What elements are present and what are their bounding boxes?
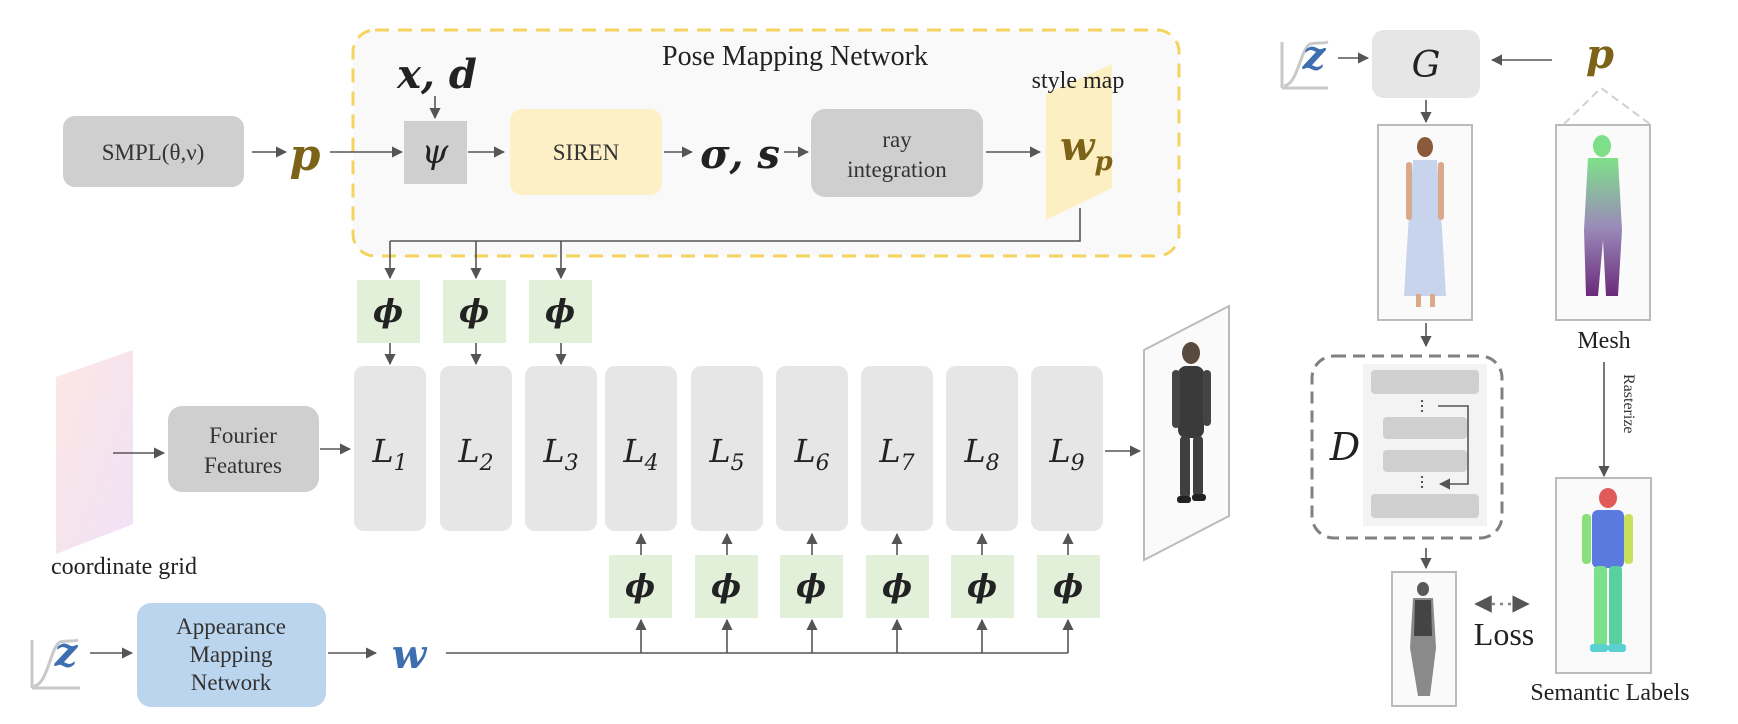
phi-top-2: ϕ: [443, 280, 506, 343]
phi-bottom-4: ϕ: [866, 555, 929, 618]
style-map-label: style map: [1032, 68, 1125, 94]
svg-text:L7: L7: [878, 432, 914, 476]
phi-bottom-3: ϕ: [780, 555, 843, 618]
svg-text:L6: L6: [793, 432, 829, 476]
psi-symbol: ψ: [422, 132, 449, 172]
discriminator-d-symbol: D: [1329, 425, 1360, 469]
phi-bottom-2: ϕ: [695, 555, 758, 618]
ray-integration-line1: ray: [882, 127, 912, 152]
coordinate-grid-plane: [56, 350, 133, 554]
phi-bottom-1: ϕ: [609, 555, 672, 618]
svg-text:ϕ: ϕ: [545, 292, 575, 330]
svg-text:L3: L3: [542, 432, 578, 476]
svg-text:ϕ: ϕ: [459, 292, 489, 330]
appearance-line2: Mapping: [189, 642, 273, 667]
svg-text:ϕ: ϕ: [711, 567, 741, 605]
appearance-line1: Appearance: [176, 614, 286, 639]
generator-g-box: [1372, 30, 1480, 98]
latent-z-left: z: [54, 629, 79, 676]
svg-text:L9: L9: [1048, 432, 1084, 476]
layer-l2: L2: [440, 366, 512, 531]
layer-l3: L3: [525, 366, 597, 531]
svg-text:L1: L1: [371, 432, 407, 476]
latent-w: w: [392, 631, 428, 678]
wp-symbol: wp: [1060, 123, 1113, 177]
latent-distribution-icon-left: [30, 638, 80, 690]
loss-label: Loss: [1474, 616, 1534, 652]
appearance-mapping-box: [137, 603, 326, 707]
svg-text:L4: L4: [622, 432, 658, 476]
ray-integration-line2: integration: [847, 157, 947, 182]
svg-text:ϕ: ϕ: [1053, 567, 1083, 605]
mesh-label: Mesh: [1577, 328, 1630, 354]
wp-route-line: [390, 208, 1081, 242]
siren-box: [510, 109, 662, 195]
semantic-labels-image: [1555, 477, 1652, 674]
phi-top-1: ϕ: [357, 280, 420, 343]
fourier-line2: Features: [204, 453, 282, 478]
appearance-line3: Network: [191, 670, 272, 695]
svg-text:ϕ: ϕ: [625, 567, 655, 605]
layer-l7: L7: [861, 366, 933, 531]
semantic-labels-label: Semantic Labels: [1530, 680, 1689, 706]
wp-subscript: p: [1094, 147, 1112, 177]
input-xd-symbols: x, d: [396, 51, 477, 98]
ray-integration-box: [811, 109, 983, 197]
generated-woman-image: [1377, 124, 1473, 321]
psi-box: [404, 121, 467, 184]
layer-l8: L8: [946, 366, 1018, 531]
rasterize-label: Rasterize: [1620, 374, 1637, 434]
svg-text:ϕ: ϕ: [882, 567, 912, 605]
smpl-label: SMPL(θ,ν): [102, 140, 205, 165]
p-to-mesh-dashed: [1563, 86, 1651, 125]
coordinate-grid-label: coordinate grid: [51, 554, 197, 580]
pose-p-right: p: [1586, 31, 1614, 78]
svg-text:ϕ: ϕ: [373, 292, 403, 330]
latent-z-right: z: [1302, 32, 1327, 79]
svg-text:L8: L8: [963, 432, 999, 476]
layer-l1: L1: [354, 366, 426, 531]
smpl-box: [63, 116, 244, 187]
layer-l5: L5: [691, 366, 763, 531]
sigma-s-symbols: σ, s: [700, 131, 780, 178]
svg-text:ϕ: ϕ: [796, 567, 826, 605]
predicted-mask-image: [1391, 571, 1457, 707]
pose-mapping-panel: [351, 28, 1181, 258]
fourier-line1: Fourier: [209, 423, 277, 448]
phi-bottom-6: ϕ: [1037, 555, 1100, 618]
pose-symbol-p: p: [290, 130, 321, 181]
discriminator-layers: [1363, 364, 1487, 526]
latent-distribution-icon-right: [1280, 40, 1329, 90]
generated-human-image: [1143, 304, 1230, 562]
svg-text:L2: L2: [457, 432, 493, 476]
phi-top-3: ϕ: [529, 280, 592, 343]
generator-g-symbol: G: [1412, 45, 1441, 86]
style-map-plane: [1046, 64, 1112, 220]
svg-text:L5: L5: [708, 432, 744, 476]
layer-l6: L6: [776, 366, 848, 531]
svg-text:ϕ: ϕ: [967, 567, 997, 605]
phi-bottom-5: ϕ: [951, 555, 1014, 618]
pose-mapping-title: Pose Mapping Network: [662, 41, 928, 72]
fourier-features-box: [168, 406, 319, 492]
layer-l4: L4: [605, 366, 677, 531]
siren-label: SIREN: [553, 140, 620, 165]
layer-l9: L9: [1031, 366, 1103, 531]
mesh-image: [1555, 124, 1651, 321]
